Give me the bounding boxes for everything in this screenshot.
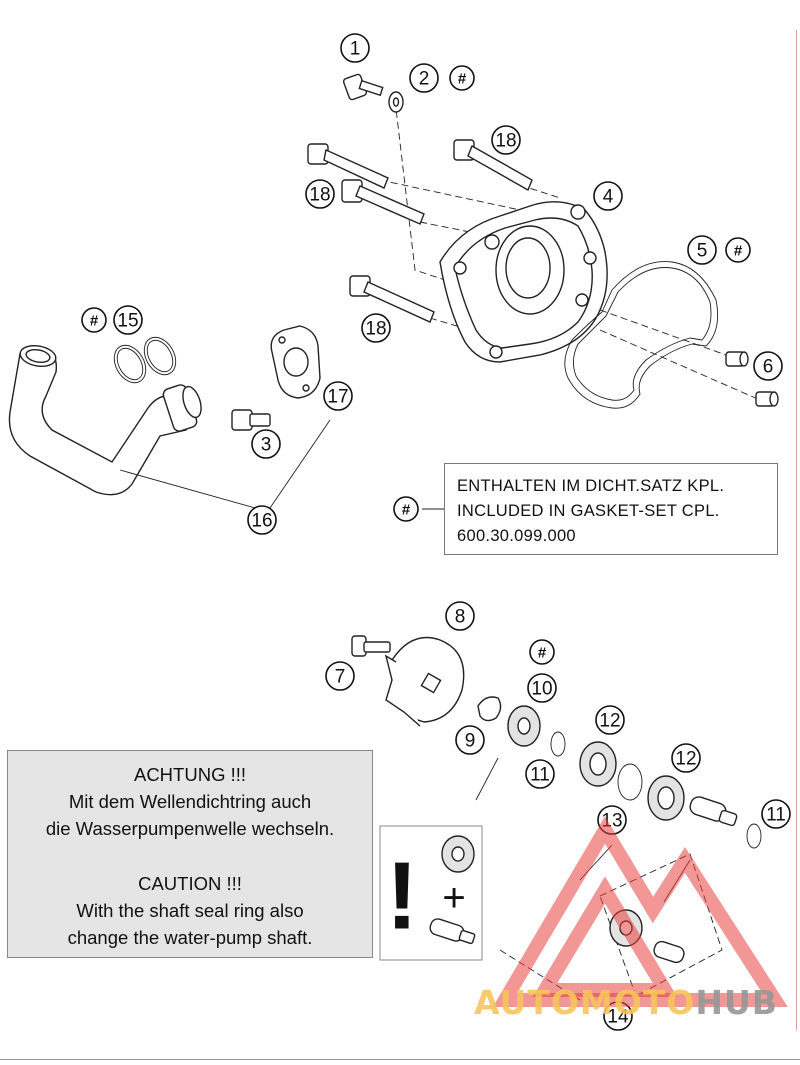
long-bolt-part-18-lower	[349, 275, 435, 323]
hint-box: ! +	[379, 825, 483, 961]
callout-8: 8	[445, 601, 475, 631]
svg-text:6: 6	[763, 357, 774, 378]
svg-text:#: #	[734, 243, 743, 260]
svg-text:12: 12	[675, 749, 696, 770]
pump-shaft	[689, 796, 738, 827]
warning-text-english-2: change the water-pump shaft.	[67, 927, 313, 948]
shaft-kit-part-14	[499, 853, 723, 1001]
svg-text:11: 11	[530, 765, 550, 786]
svg-text:18: 18	[309, 185, 330, 206]
bearing-part-12-right	[647, 775, 685, 821]
callout-6: 6	[753, 351, 783, 381]
callout-16: 16	[247, 505, 277, 535]
gasket-set-info-box: ENTHALTEN IM DICHT.SATZ KPL. INCLUDED IN…	[444, 463, 778, 555]
callout-11-upper: 11	[525, 759, 555, 789]
circlip-part-13	[617, 763, 643, 801]
warning-title-english: CAUTION !!!	[138, 873, 242, 894]
long-bolt-part-18-middle	[341, 179, 425, 225]
callout-12-left: 12	[595, 705, 625, 735]
impeller-part-8	[384, 636, 465, 727]
alignment-lines	[379, 99, 761, 401]
retaining-ring-part-9	[477, 696, 502, 722]
callout-15: 15	[113, 305, 143, 335]
callout-18-lower: 18	[361, 313, 391, 343]
svg-text:#: #	[458, 71, 467, 88]
callout-14: 14	[603, 1001, 633, 1031]
callout-11-right: 11	[761, 799, 791, 829]
callout-hash-5: #	[725, 237, 751, 263]
coolant-pipe-part-16	[8, 344, 202, 496]
svg-text:18: 18	[365, 319, 386, 340]
shaft-seal-ring-part-10	[507, 705, 541, 747]
svg-text:#: #	[402, 502, 411, 519]
bolt-part-7	[351, 635, 391, 657]
watermark-text: AUTOMOTOHUB	[474, 983, 778, 1022]
info-line-german: ENTHALTEN IM DICHT.SATZ KPL.	[457, 477, 725, 495]
callout-3: 3	[251, 429, 281, 459]
svg-text:8: 8	[455, 607, 466, 628]
svg-text:17: 17	[327, 387, 348, 408]
circlip-part-11-right	[746, 823, 762, 849]
warning-text-english-1: With the shaft seal ring also	[76, 900, 304, 921]
svg-text:12: 12	[599, 711, 620, 732]
bearing-part-12-left	[579, 741, 617, 787]
callout-18-middle: 18	[305, 179, 335, 209]
gasket-part-5	[564, 261, 719, 409]
svg-text:1: 1	[350, 39, 361, 60]
dowel-sleeve-part-6-lower	[755, 391, 779, 407]
svg-text:3: 3	[261, 435, 272, 456]
svg-text:18: 18	[495, 131, 516, 152]
flange-gasket-part-17	[270, 325, 321, 399]
warning-text-german-2: die Wasserpumpenwelle wechseln.	[45, 818, 335, 839]
callout-1: 1	[340, 33, 370, 63]
caution-box: ACHTUNG !!! Mit dem Wellendichtring auch…	[7, 750, 373, 958]
long-bolt-part-18-upper-right	[453, 139, 533, 192]
page-bottom-rule	[0, 1059, 800, 1060]
svg-text:#: #	[90, 313, 99, 330]
washer-part-2	[388, 91, 404, 113]
svg-text:14: 14	[607, 1007, 629, 1028]
long-bolt-part-18-upper-left	[307, 143, 389, 189]
svg-text:11: 11	[766, 805, 786, 826]
callout-13: 13	[597, 805, 627, 835]
pump-cover-part-4	[439, 201, 608, 363]
svg-text:16: 16	[251, 511, 272, 532]
svg-text:4: 4	[603, 187, 614, 208]
page-edge-rule	[796, 30, 797, 1030]
svg-text:9: 9	[465, 731, 476, 752]
o-ring-part-15	[113, 336, 177, 384]
svg-text:2: 2	[419, 69, 430, 90]
svg-text:#: #	[538, 645, 547, 662]
warning-text-german-1: Mit dem Wellendichtring auch	[68, 791, 312, 812]
info-line-english: INCLUDED IN GASKET-SET CPL.	[457, 502, 720, 520]
callout-18-upper-right: 18	[491, 125, 521, 155]
svg-text:10: 10	[531, 679, 552, 700]
callout-10: 10	[527, 673, 557, 703]
svg-text:5: 5	[697, 241, 708, 262]
warning-title-german: ACHTUNG !!!	[133, 764, 247, 785]
callout-hash-2: #	[449, 65, 475, 91]
callout-17: 17	[323, 381, 353, 411]
callout-4: 4	[593, 181, 623, 211]
callout-12-right: 12	[671, 743, 701, 773]
hint-exclamation: !	[386, 843, 418, 950]
callout-hash-info: #	[393, 496, 419, 522]
callout-hash-10: #	[529, 639, 555, 665]
info-part-number: 600.30.099.000	[457, 527, 576, 545]
callout-9: 9	[455, 725, 485, 755]
svg-text:13: 13	[601, 811, 622, 832]
callout-hash-15: #	[81, 307, 107, 333]
screw-part-1	[342, 73, 384, 101]
leader-lines-top	[119, 419, 447, 510]
dowel-sleeve-part-6-upper	[725, 351, 749, 367]
svg-text:15: 15	[117, 311, 138, 332]
callout-5: 5	[687, 235, 717, 265]
callout-7: 7	[325, 661, 355, 691]
callout-2: 2	[409, 63, 439, 93]
svg-text:7: 7	[335, 667, 346, 688]
bolt-part-3	[231, 409, 271, 431]
hint-plus: +	[442, 876, 465, 920]
circlip-part-11-upper	[550, 731, 566, 757]
